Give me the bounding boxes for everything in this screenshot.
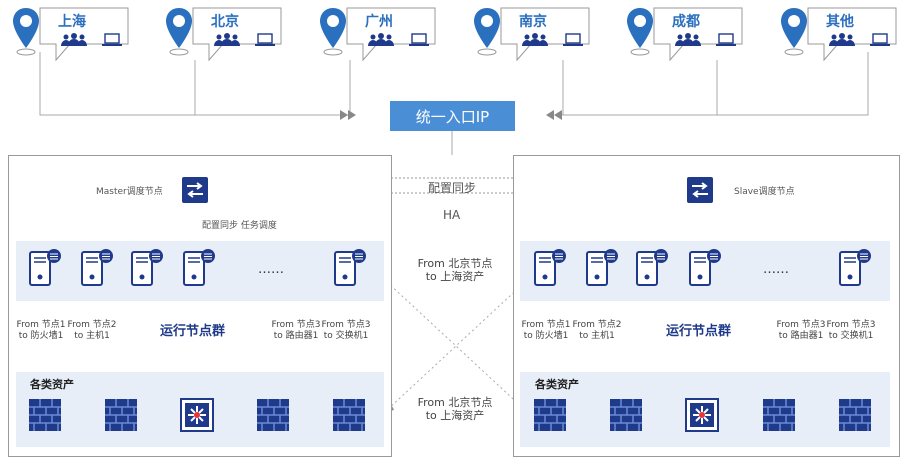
firewall-icon[interactable] bbox=[762, 398, 796, 432]
firewall-icon[interactable] bbox=[838, 398, 872, 432]
cross-label-bottom: From 北京节点 to 上海资产 bbox=[417, 396, 493, 422]
server-icon[interactable] bbox=[333, 247, 367, 287]
flow-label: From 节点3 to 路由器1 bbox=[776, 320, 826, 341]
city-name: 上海 bbox=[58, 14, 86, 30]
city-card[interactable]: 北京 bbox=[163, 4, 283, 66]
city-card-frame bbox=[500, 7, 590, 62]
master-switch-icon[interactable] bbox=[181, 176, 209, 204]
left-assets-title: 各类资产 bbox=[30, 378, 74, 391]
cross-label-top: From 北京节点 to 上海资产 bbox=[417, 257, 493, 283]
config-sync-label: 配置同步 bbox=[428, 181, 477, 195]
laptop-icon bbox=[102, 33, 122, 46]
city-name: 广州 bbox=[365, 14, 393, 30]
firewall-icon[interactable] bbox=[332, 398, 366, 432]
city-card-frame bbox=[346, 7, 436, 62]
city-card-frame bbox=[192, 7, 282, 62]
city-name: 其他 bbox=[826, 14, 854, 30]
city-card-frame bbox=[807, 7, 897, 62]
server-icon[interactable] bbox=[838, 247, 872, 287]
slave-node-label: Slave调度节点 bbox=[734, 187, 795, 197]
users-icon bbox=[368, 33, 394, 46]
city-card[interactable]: 广州 bbox=[317, 4, 437, 66]
left-cluster-title: 运行节点群 bbox=[160, 324, 226, 339]
server-icon[interactable] bbox=[130, 247, 164, 287]
right-assets-title: 各类资产 bbox=[535, 378, 579, 391]
firewall-icon[interactable] bbox=[256, 398, 290, 432]
server-icon[interactable] bbox=[635, 247, 669, 287]
firewall-icon[interactable] bbox=[609, 398, 643, 432]
server-icon[interactable] bbox=[533, 247, 567, 287]
location-pin-icon bbox=[13, 8, 39, 56]
location-pin-icon bbox=[627, 8, 653, 56]
city-name: 南京 bbox=[519, 14, 547, 30]
laptop-icon bbox=[563, 33, 583, 46]
switch-icon[interactable] bbox=[180, 398, 214, 432]
users-icon bbox=[829, 33, 855, 46]
city-card[interactable]: 其他 bbox=[778, 4, 898, 66]
flow-label: From 节点3 to 交换机1 bbox=[321, 320, 371, 341]
sync-dispatch-label: 配置同步 任务调度 bbox=[202, 221, 277, 231]
server-icon[interactable] bbox=[28, 247, 62, 287]
flow-label: From 节点2 to 主机1 bbox=[67, 320, 117, 341]
laptop-icon bbox=[255, 33, 275, 46]
ha-label: HA bbox=[443, 208, 461, 222]
laptop-icon bbox=[409, 33, 429, 46]
left-ellipsis: …… bbox=[258, 262, 284, 277]
users-icon bbox=[61, 33, 87, 46]
master-node-label: Master调度节点 bbox=[96, 187, 163, 197]
users-icon bbox=[522, 33, 548, 46]
flow-label: From 节点3 to 交换机1 bbox=[826, 320, 876, 341]
right-ellipsis: …… bbox=[763, 262, 789, 277]
slave-switch-icon[interactable] bbox=[686, 176, 714, 204]
location-pin-icon bbox=[474, 8, 500, 56]
unified-entry-ip[interactable]: 统一入口IP bbox=[390, 101, 515, 131]
location-pin-icon bbox=[166, 8, 192, 56]
users-icon bbox=[675, 33, 701, 46]
city-name: 北京 bbox=[211, 14, 239, 30]
right-cluster-title: 运行节点群 bbox=[666, 324, 732, 339]
flow-label: From 节点2 to 主机1 bbox=[572, 320, 622, 341]
city-card[interactable]: 成都 bbox=[624, 4, 744, 66]
city-card[interactable]: 上海 bbox=[10, 4, 130, 66]
city-name: 成都 bbox=[672, 14, 700, 30]
server-icon[interactable] bbox=[182, 247, 216, 287]
server-icon[interactable] bbox=[688, 247, 722, 287]
flow-label: From 节点1 to 防火墙1 bbox=[16, 320, 66, 341]
location-pin-icon bbox=[320, 8, 346, 56]
flow-label: From 节点3 to 路由器1 bbox=[271, 320, 321, 341]
city-card-frame bbox=[653, 7, 743, 62]
users-icon bbox=[214, 33, 240, 46]
laptop-icon bbox=[870, 33, 890, 46]
server-icon[interactable] bbox=[585, 247, 619, 287]
city-card[interactable]: 南京 bbox=[471, 4, 591, 66]
switch-icon[interactable] bbox=[685, 398, 719, 432]
server-icon[interactable] bbox=[80, 247, 114, 287]
firewall-icon[interactable] bbox=[533, 398, 567, 432]
flow-label: From 节点1 to 防火墙1 bbox=[521, 320, 571, 341]
firewall-icon[interactable] bbox=[28, 398, 62, 432]
city-card-frame bbox=[39, 7, 129, 62]
laptop-icon bbox=[716, 33, 736, 46]
location-pin-icon bbox=[781, 8, 807, 56]
firewall-icon[interactable] bbox=[104, 398, 138, 432]
